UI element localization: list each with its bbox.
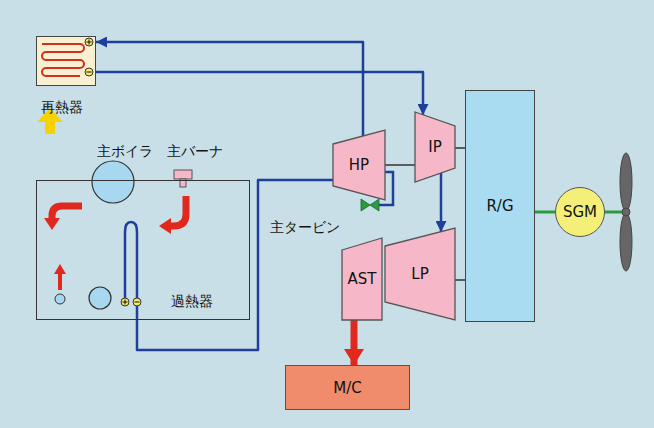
part-label: 主バーナ xyxy=(167,143,223,160)
gas-flow-head xyxy=(44,218,60,230)
reheater-fill xyxy=(36,36,96,86)
flame-head xyxy=(159,218,171,234)
turbine-stage: LP xyxy=(385,228,455,320)
node-label: HP xyxy=(349,156,369,174)
water-drum xyxy=(89,287,111,309)
turbine-stage: IP xyxy=(415,112,455,182)
valve-symbol xyxy=(361,199,379,211)
burner xyxy=(174,170,192,179)
pipe-connector xyxy=(96,42,363,136)
pipe-connector xyxy=(535,211,555,214)
part-label: 主ボイラ xyxy=(97,143,153,160)
group-label: 主タービン xyxy=(270,219,340,236)
gas-flow-arrow xyxy=(52,206,82,220)
flame-arrow xyxy=(170,196,186,226)
turbine-shape xyxy=(415,112,455,182)
node-label: M/C xyxy=(333,379,361,397)
turbine-stage: AST xyxy=(342,238,382,320)
reheater-box: 再熱器 xyxy=(36,36,96,86)
condenser-box: M/C xyxy=(285,365,410,410)
reduction-gear: R/G xyxy=(465,90,535,322)
pipe-connector xyxy=(137,180,333,350)
node-label: LP xyxy=(411,265,428,283)
node-label: IP xyxy=(428,138,441,156)
steam-drum xyxy=(92,161,134,203)
node-label: SGM xyxy=(563,203,597,221)
turbine-stage: HP xyxy=(333,130,385,200)
pipe-connector xyxy=(455,147,465,149)
pipe-connector xyxy=(385,164,415,166)
header xyxy=(55,294,65,304)
terminal-signs xyxy=(87,40,140,305)
flow-arrow xyxy=(54,264,66,290)
turbine-shape xyxy=(385,228,455,320)
generator-circle: SGM xyxy=(555,187,605,237)
propeller xyxy=(620,153,632,271)
node-label: AST xyxy=(348,270,377,288)
pipe-connector xyxy=(351,320,358,365)
part-label: 過熱器 xyxy=(171,293,213,310)
turbine-shape xyxy=(333,130,385,200)
superheater-outlet xyxy=(136,306,139,320)
node-label: R/G xyxy=(486,197,513,215)
terminal-symbols xyxy=(85,38,141,306)
reheater-coil xyxy=(42,44,84,76)
part-label: 再熱器 xyxy=(41,99,83,116)
pipe-connector xyxy=(96,72,423,115)
pipe-connector xyxy=(440,173,443,232)
turbine-shape xyxy=(342,238,382,320)
pipe-connector xyxy=(455,279,465,281)
boiler-casing: 主ボイラ主バーナ過熱器 xyxy=(36,180,250,320)
superheater-tube xyxy=(125,222,137,298)
